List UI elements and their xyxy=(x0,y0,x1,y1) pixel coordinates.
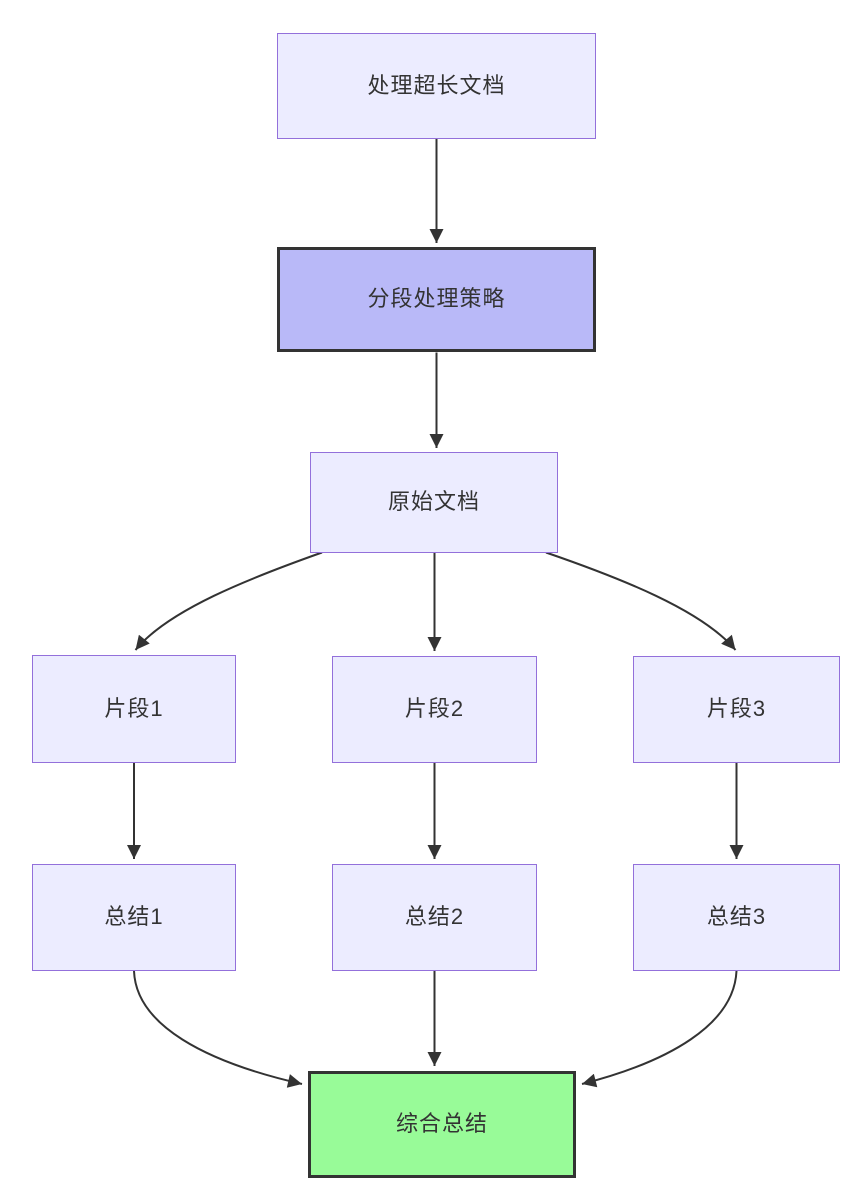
edge-original-to-frag1 xyxy=(134,551,323,651)
node-final-summary: 综合总结 xyxy=(308,1071,576,1178)
node-fragment-3: 片段3 xyxy=(633,656,840,763)
node-fragment-1: 片段1 xyxy=(32,655,236,763)
edge-original-to-frag3 xyxy=(545,551,737,651)
node-summary-3: 总结3 xyxy=(633,864,840,971)
edge-sum1-to-final xyxy=(133,970,303,1088)
node-summary-1: 总结1 xyxy=(32,864,236,971)
node-process-long-document: 处理超长文档 xyxy=(277,33,596,139)
edge-sum3-to-final xyxy=(581,970,738,1088)
node-original-document: 原始文档 xyxy=(310,452,558,553)
node-summary-2: 总结2 xyxy=(332,864,537,971)
node-segmentation-strategy: 分段处理策略 xyxy=(277,247,596,352)
node-fragment-2: 片段2 xyxy=(332,656,537,763)
